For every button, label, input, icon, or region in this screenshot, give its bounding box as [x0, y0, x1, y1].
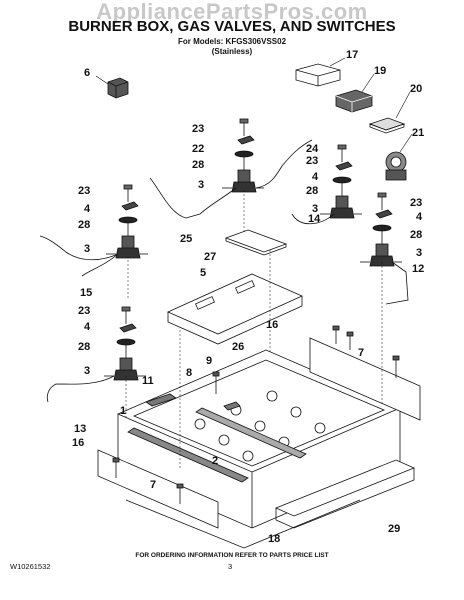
watermark-text: AppliancePartsPros.com [96, 0, 368, 24]
part-20-plate [368, 117, 406, 134]
callout-12: 12 [412, 263, 424, 275]
callout-28d: 28 [78, 219, 90, 231]
part-9-screw [212, 371, 220, 394]
callout-3e: 3 [84, 365, 90, 377]
callout-16a: 16 [266, 319, 278, 331]
callout-5: 5 [200, 267, 206, 279]
callout-labels: 6 17 19 20 21 23 22 28 3 24 23 4 28 3 14… [72, 49, 424, 545]
callout-3d: 3 [84, 243, 90, 255]
callout-4d: 4 [84, 321, 91, 333]
callout-23a: 23 [192, 123, 204, 135]
callout-23b: 23 [306, 155, 318, 167]
callout-28b: 28 [306, 185, 318, 197]
callout-23e: 23 [78, 305, 90, 317]
callout-11: 11 [142, 375, 154, 387]
callout-26: 26 [232, 341, 244, 353]
callout-7b: 7 [150, 479, 156, 491]
callout-14: 14 [308, 213, 321, 225]
callout-4b: 4 [416, 211, 423, 223]
callout-4a: 4 [312, 171, 319, 183]
part-11-bracket [145, 393, 177, 407]
callout-23c: 23 [410, 197, 422, 209]
callout-28e: 28 [78, 341, 90, 353]
page-title: BURNER BOX, GAS VALVES, AND SWITCHES [68, 18, 396, 35]
callout-22: 22 [192, 143, 204, 155]
callout-13: 13 [74, 423, 86, 435]
callout-28a: 28 [192, 159, 204, 171]
callout-3b: 3 [312, 203, 318, 215]
valve-assembly-center [149, 118, 313, 219]
part-18-bottom-panel [125, 499, 361, 549]
part-21-switch [385, 151, 407, 181]
callout-15: 15 [80, 287, 92, 299]
callout-29: 29 [388, 523, 400, 535]
callout-4c: 4 [84, 203, 91, 215]
callout-18: 18 [268, 533, 280, 545]
part-8-bracket [223, 401, 241, 411]
callout-8: 8 [186, 367, 192, 379]
part-19-module [335, 89, 373, 113]
callout-9: 9 [206, 355, 212, 367]
callout-16b: 16 [72, 437, 84, 449]
callout-3c: 3 [416, 247, 422, 259]
alignment-lines [125, 190, 383, 470]
part-29-front-panel [274, 459, 416, 529]
callout-7a: 7 [358, 347, 364, 359]
callout-20: 20 [410, 83, 422, 95]
callout-23d: 23 [78, 185, 90, 197]
callout-17: 17 [346, 49, 358, 61]
part-7-screws [112, 325, 400, 504]
callout-25: 25 [180, 233, 192, 245]
valve-assembly-right-upper [291, 144, 363, 225]
page-number: 3 [228, 562, 233, 571]
document-id: W10261532 [10, 562, 51, 571]
callout-24: 24 [306, 143, 319, 155]
ordering-info-note: FOR ORDERING INFORMATION REFER TO PARTS … [135, 552, 329, 559]
part-17-box [295, 63, 341, 87]
valve-assembly-left-lower [46, 306, 147, 403]
callout-28c: 28 [410, 229, 422, 241]
callout-6: 6 [84, 67, 90, 79]
models-line: For Models: KFGS306VSS02 [177, 37, 287, 46]
finish-line: (Stainless) [211, 47, 253, 56]
callout-1: 1 [120, 405, 126, 417]
valve-assembly-right-lower [359, 192, 409, 305]
callout-19: 19 [374, 65, 386, 77]
part-27-plate [224, 229, 288, 256]
valve-assembly-left-upper [39, 184, 149, 277]
callout-21: 21 [412, 127, 424, 139]
part-16-side-panel-right [309, 337, 421, 421]
leader-lines [95, 57, 413, 153]
part-6-block [107, 77, 129, 99]
callout-27: 27 [204, 251, 216, 263]
callout-2: 2 [212, 455, 218, 467]
callout-3a: 3 [198, 179, 204, 191]
part-5-bracket [167, 273, 303, 345]
